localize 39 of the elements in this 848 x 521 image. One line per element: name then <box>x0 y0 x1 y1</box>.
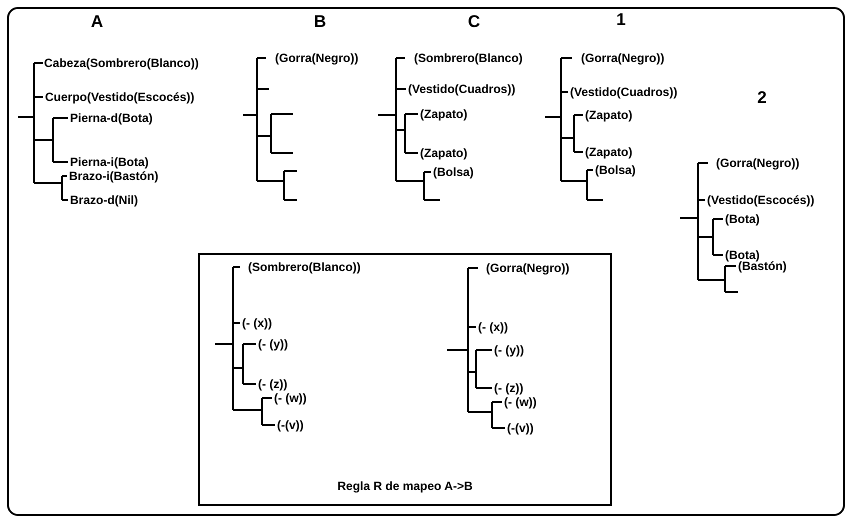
tree-leaf-label: (- (z)) <box>258 377 288 391</box>
tree-leaf-label: (Gorra(Negro)) <box>486 261 570 275</box>
tree-leaf-label: Pierna-i(Bota) <box>70 155 149 169</box>
tree-leaf-label: Pierna-d(Bota) <box>70 111 153 125</box>
tree-leaf-label: (Gorra(Negro)) <box>275 51 358 65</box>
tree-leaf-label: Brazo-d(Nil) <box>70 193 138 207</box>
tree-leaf-label: (Vestido(Cuadros)) <box>408 82 516 96</box>
tree-leaf-label: (- (y)) <box>258 337 288 351</box>
tree-leaf-label: (Bolsa) <box>595 163 636 177</box>
tree-leaf-label: (Bota) <box>725 248 760 262</box>
tree-heading: B <box>314 12 326 32</box>
tree-leaf-label: (Gorra(Negro)) <box>581 51 664 65</box>
tree-leaf-label: (Gorra(Negro)) <box>716 156 800 170</box>
tree-leaf-label: (Vestido(Cuadros)) <box>570 85 678 99</box>
tree-heading: C <box>468 12 480 32</box>
tree-leaf-label: (Sombrero(Blanco)) <box>248 260 361 274</box>
tree-leaf-label: (- (w)) <box>274 391 307 405</box>
tree-leaf-label: (Zapato) <box>420 107 468 121</box>
tree-leaf-label: (-(v)) <box>277 418 304 432</box>
tree-leaf-label: Cabeza(Sombrero(Blanco)) <box>44 56 199 70</box>
tree-leaf-label: (Zapato) <box>585 108 632 122</box>
tree-leaf-label: (Sombrero(Blanco) <box>414 51 523 65</box>
rule-caption: Regla R de mapeo A->B <box>336 479 474 493</box>
tree-leaf-label: (Bolsa) <box>433 165 474 179</box>
tree-heading: 1 <box>616 10 626 30</box>
tree-leaf-label: (Zapato) <box>420 146 468 160</box>
tree-leaf-label: (- (y)) <box>494 343 524 357</box>
tree-leaf-label: Brazo-i(Bastón) <box>69 169 158 183</box>
tree-heading: 2 <box>757 88 767 108</box>
tree-heading: A <box>90 12 104 32</box>
tree-leaf-label: (- (z)) <box>494 381 524 395</box>
tree-leaf-label: (- (x)) <box>478 320 508 334</box>
tree-leaf-label: (Vestido(Escocés)) <box>707 193 814 207</box>
tree-leaf-label: Cuerpo(Vestido(Escocés)) <box>45 90 194 104</box>
tree-leaf-label: (- (w)) <box>504 395 537 409</box>
tree-leaf-label: (Bota) <box>725 212 760 226</box>
tree-leaf-label: (-(v)) <box>507 421 534 435</box>
tree-leaf-label: (- (x)) <box>242 316 272 330</box>
tree-leaf-label: (Zapato) <box>585 145 632 159</box>
